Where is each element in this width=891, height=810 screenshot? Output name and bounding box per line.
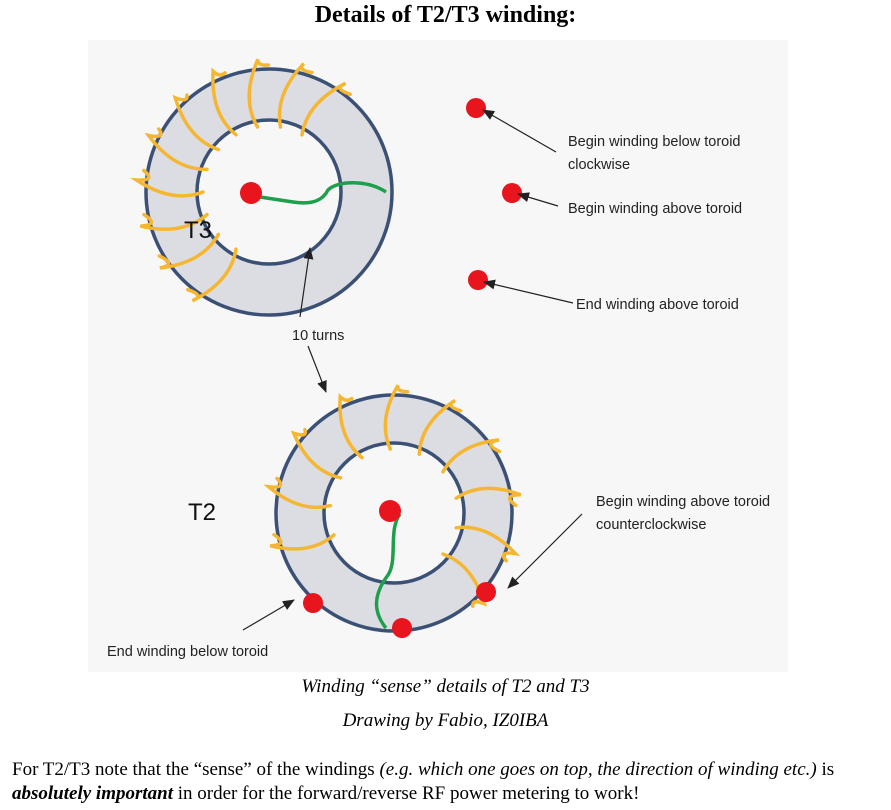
t3-turn [172,93,221,152]
t2-green-wire [374,512,402,630]
arrow-t3-end-above [483,279,574,304]
caption-line-2: Drawing by Fabio, IZ0IBA [342,710,549,731]
t3-center-terminal [240,182,262,204]
page-title: Details of T2/T3 winding: [314,2,577,28]
t3-turn [300,81,352,137]
t3-terminal-right [502,183,522,203]
t3-terminal-bottom-right [468,270,488,290]
note-part-5: in order for the forward/reverse RF powe… [173,783,640,804]
t2-yellow-winding [263,384,522,608]
arrow-t3-begin-above [517,192,559,207]
t2-turn [441,552,488,608]
winding-diagram: T3 T2 Begin winding below toroid clockwi… [88,40,788,672]
note-part-3: is [816,759,835,780]
caption-line-1: Winding “sense” details of T2 and T3 [301,676,590,697]
t2-begin-above-label-2: counterclockwise [596,517,706,533]
t3-end-above-label: End winding above toroid [576,297,739,313]
t3-turn [277,62,314,129]
note-part-4: absolutely important [12,783,173,804]
turns-label: 10 turns [292,328,344,344]
t2-turn [338,393,364,460]
t3-turn [186,247,238,303]
t2-turn [454,486,522,508]
note-part-1: For T2/T3 note that the “sense” of the w… [12,759,380,780]
t2-turn [269,532,336,551]
t3-turn [247,58,271,129]
t2-end-below-label: End winding below toroid [107,644,268,660]
t2-turn [417,398,463,456]
t2-turn [454,525,521,563]
t3-turn [130,168,205,198]
t2-label: T2 [188,499,216,526]
t3-yellow-winding [130,58,352,303]
t3-turn [144,127,209,172]
note-paragraph: For T2/T3 note that the “sense” of the w… [12,758,882,806]
arrow-turns-t2 [307,345,327,393]
t2-turn [441,438,502,474]
arrow-t3-begin-below [482,109,557,153]
t3-terminal-top-right [466,98,486,118]
t2-turn [290,427,343,480]
arrow-turns-t3 [299,247,314,318]
arrow-t2-end-below [242,599,295,631]
arrow-t2-begin-above [507,513,583,589]
t3-green-wire [259,181,387,205]
t3-begin-above-label: Begin winding above toroid [568,201,742,217]
t3-toroid [130,58,522,317]
t3-begin-below-label-1: Begin winding below toroid [568,134,741,150]
t2-begin-above-label-1: Begin winding above toroid [596,494,770,510]
t2-turn [383,384,410,451]
t3-label: T3 [184,217,212,244]
t2-turn [263,476,333,510]
t2-terminal-bottom-left [303,593,323,613]
t2-terminal-bottom [392,618,412,638]
t3-begin-below-label-2: clockwise [568,157,630,173]
t3-turn [211,67,238,137]
t2-terminal-right [476,582,496,602]
t2-center-terminal [379,500,401,522]
t2-toroid [263,384,522,638]
t3-turn [157,232,221,270]
note-part-2: (e.g. which one goes on top, the directi… [379,759,817,780]
t3-turn [139,212,209,232]
